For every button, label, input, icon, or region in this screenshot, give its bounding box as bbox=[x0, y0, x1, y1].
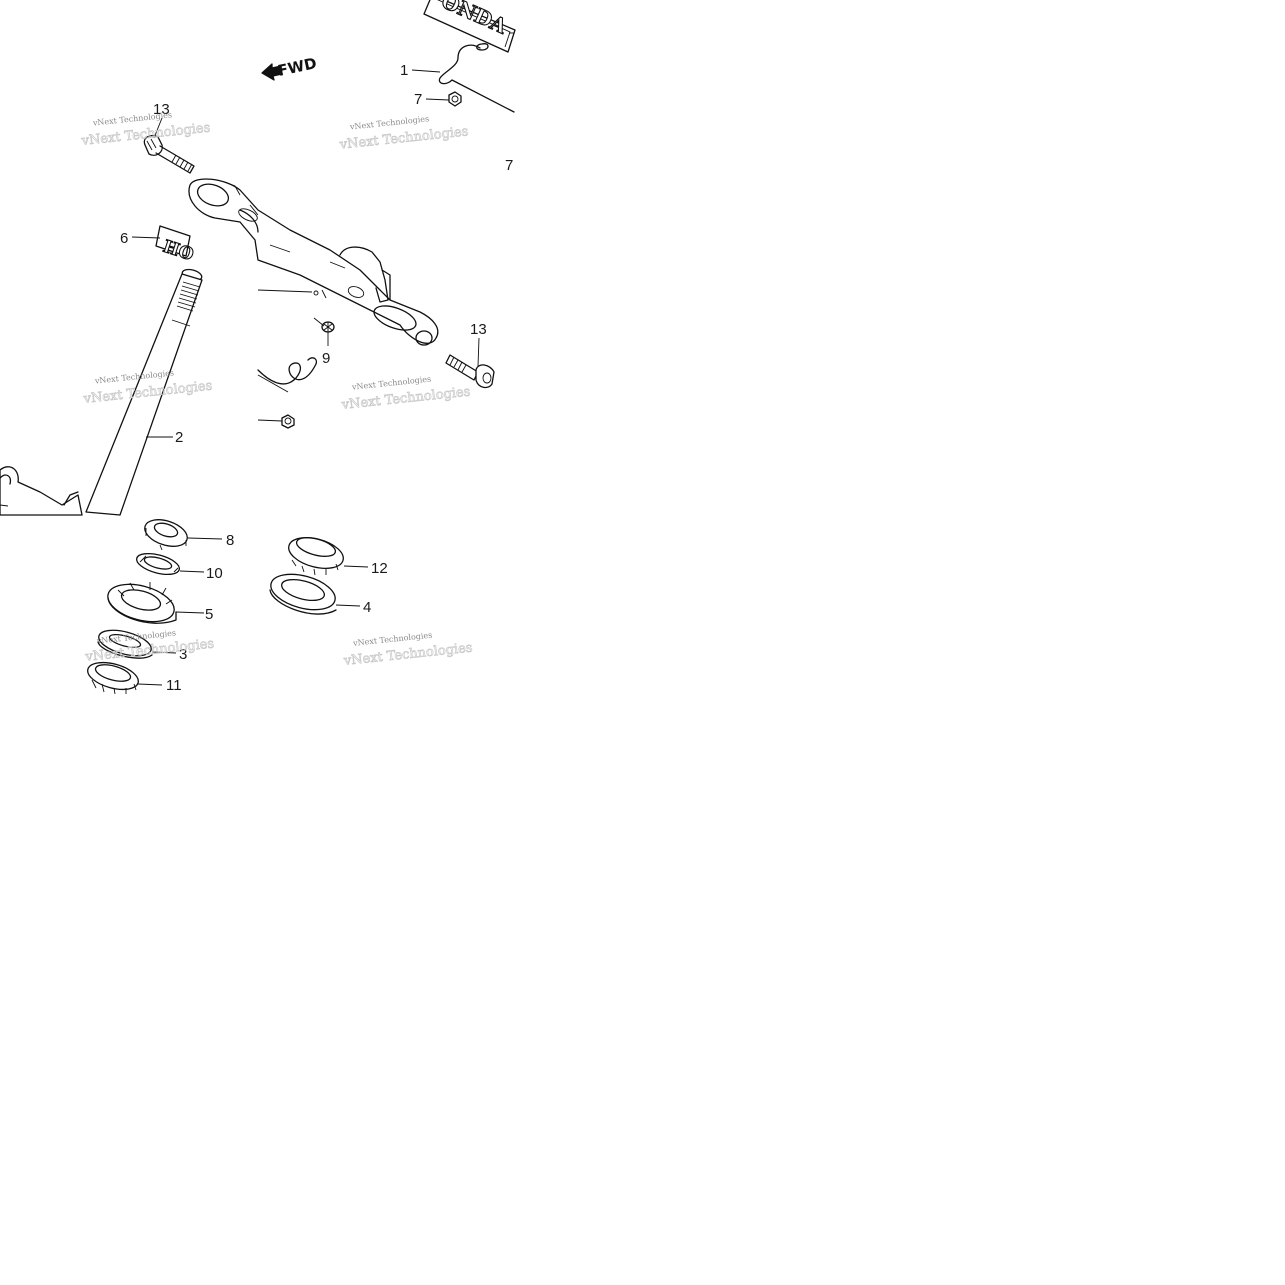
wire-clip-lower bbox=[257, 289, 327, 393]
callout-12: 12 bbox=[371, 560, 388, 577]
watermark-4: vNext Technologies vNext Technologies bbox=[340, 374, 472, 413]
lock-washer-10 bbox=[135, 552, 205, 576]
watermark-6: vNext Technologies vNext Technologies bbox=[342, 631, 474, 670]
direction-label: FWD bbox=[276, 54, 318, 80]
wire-clip-upper bbox=[411, 43, 515, 113]
lower-bridge bbox=[0, 466, 83, 516]
watermark-2: vNext Technologies vNext Technologies bbox=[338, 114, 470, 153]
callout-5: 5 bbox=[205, 606, 213, 623]
steering-stem bbox=[85, 268, 203, 516]
bolt-upper-left bbox=[143, 117, 195, 174]
callout-3: 3 bbox=[179, 646, 187, 663]
callout-7-right: 7 bbox=[505, 157, 513, 174]
callout-10: 10 bbox=[206, 565, 223, 582]
adjusting-nut-5 bbox=[107, 582, 205, 624]
dust-seal-3 bbox=[97, 629, 177, 659]
callout-8: 8 bbox=[226, 532, 234, 549]
bolt-right bbox=[445, 337, 495, 389]
emblem-left: HO bbox=[131, 225, 197, 266]
callout-13-right: 13 bbox=[470, 321, 487, 338]
callout-7-upper: 7 bbox=[414, 91, 422, 108]
callout-1: 1 bbox=[400, 62, 408, 79]
nut-upper bbox=[425, 91, 462, 107]
lock-nut-8 bbox=[144, 519, 223, 551]
callout-11: 11 bbox=[166, 677, 182, 694]
callout-13-upper: 13 bbox=[153, 101, 170, 118]
emblem-top: ONDA bbox=[423, 0, 516, 53]
callout-9: 9 bbox=[322, 350, 330, 367]
watermark-5: vNext Technologies vNext Technologies bbox=[83, 628, 215, 665]
callout-4: 4 bbox=[363, 599, 371, 616]
callout-6: 6 bbox=[120, 230, 128, 247]
top-bridge bbox=[188, 178, 439, 346]
bearing-12 bbox=[288, 537, 369, 576]
bearing-race-4 bbox=[269, 573, 361, 615]
emblem-left-text: HO bbox=[160, 237, 196, 266]
bearing-11 bbox=[87, 661, 163, 695]
callout-2: 2 bbox=[175, 429, 183, 446]
nut-lower bbox=[257, 414, 295, 429]
fwd-arrow-icon: FWD bbox=[261, 54, 318, 81]
washer-9 bbox=[313, 317, 335, 346]
